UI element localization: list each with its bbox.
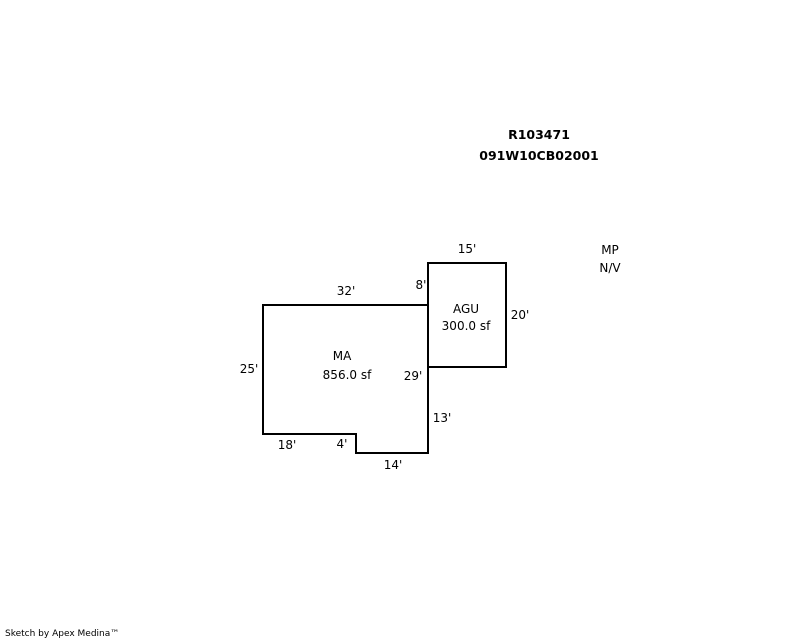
map-taxlot: 091W10CB02001 xyxy=(479,148,598,163)
ma-dim-bottom: 14' xyxy=(384,458,403,472)
agu-dim-left: 8' xyxy=(416,278,427,292)
ma-dim-right-lower: 13' xyxy=(433,411,452,425)
agu-dim-right: 20' xyxy=(511,308,530,322)
note-nv: N/V xyxy=(599,261,621,275)
ma-dim-right: 29' xyxy=(404,369,423,383)
ma-dim-step: 4' xyxy=(337,437,348,451)
note-mp: MP xyxy=(601,243,619,257)
agu-area-outline xyxy=(427,262,507,368)
footer-credit: Sketch by Apex Medina™ xyxy=(5,629,119,639)
ma-dim-top: 32' xyxy=(337,284,356,298)
ma-dim-bottom-left: 18' xyxy=(278,438,297,452)
account-number: R103471 xyxy=(508,127,570,142)
agu-dim-top: 15' xyxy=(458,242,477,256)
agu-label: AGU xyxy=(453,302,479,316)
agu-area: 300.0 sf xyxy=(442,319,491,333)
ma-label: MA xyxy=(333,349,352,363)
ma-dim-left: 25' xyxy=(240,362,259,376)
ma-area: 856.0 sf xyxy=(323,368,372,382)
